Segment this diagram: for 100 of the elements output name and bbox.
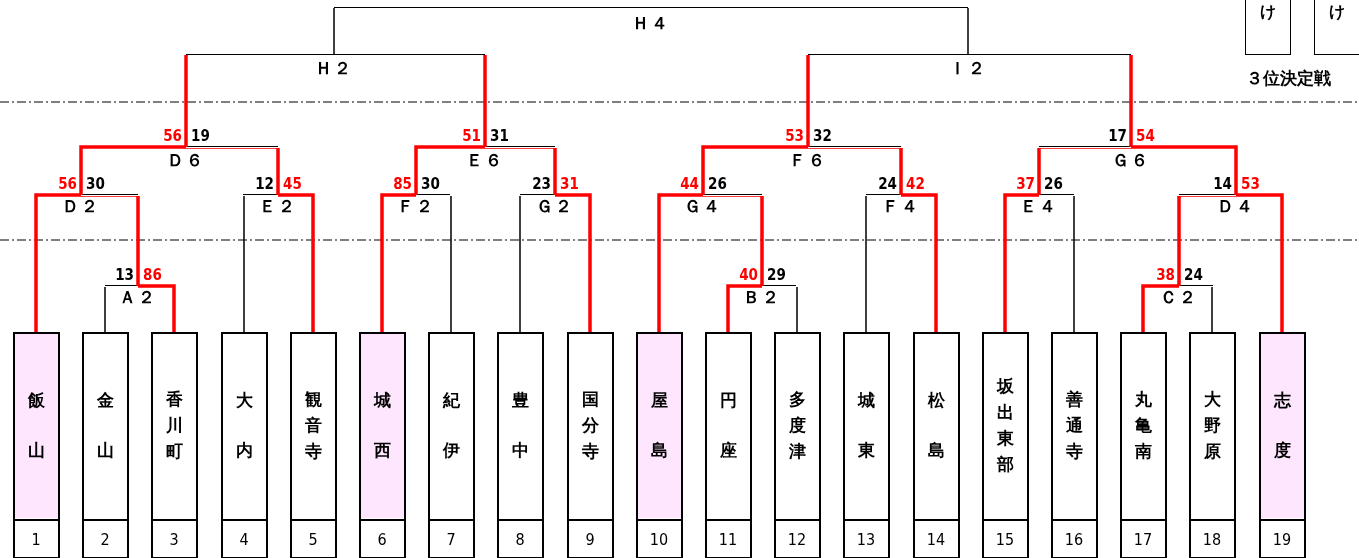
- match-label: Ｆ２: [397, 197, 435, 218]
- team-name: 城西: [373, 389, 391, 462]
- team-name: 国分寺: [581, 388, 599, 463]
- score-label: 30: [421, 176, 440, 192]
- team-box: [842, 332, 890, 558]
- score-label: 26: [708, 176, 727, 192]
- team-name: 志度: [1273, 389, 1291, 462]
- match-label: Ｄ４: [1217, 197, 1255, 218]
- score-label: 29: [767, 267, 786, 283]
- team-box: [150, 332, 198, 558]
- bracket-line: [901, 193, 938, 332]
- match-label: Ａ２: [119, 288, 157, 309]
- team-name: 善通寺: [1065, 388, 1083, 463]
- team-name: 観音寺: [304, 388, 322, 463]
- bracket-line: [726, 284, 762, 332]
- seed-number-cell: 18: [1190, 519, 1234, 557]
- match-label: Ｅ６: [466, 151, 504, 172]
- bracket-line: [703, 193, 764, 286]
- team-box: [1188, 332, 1236, 558]
- bracket-line: [34, 193, 81, 332]
- score-label: 56: [163, 128, 182, 144]
- bracket-line: [483, 55, 487, 147]
- seed-number-cell: 15: [983, 519, 1027, 557]
- team-box: [358, 332, 406, 558]
- score-label: 30: [86, 176, 105, 192]
- score-label: 85: [393, 176, 412, 192]
- score-label: 53: [785, 128, 804, 144]
- score-label: 31: [490, 128, 509, 144]
- match-label: Ｇ４: [684, 197, 722, 218]
- bracket-line: [808, 145, 903, 195]
- bracket-line: [138, 284, 176, 332]
- team-name: 多度津: [788, 388, 806, 463]
- team-name: 金山: [96, 389, 114, 462]
- bracket-line: [1177, 193, 1236, 286]
- score-label: 13: [115, 267, 134, 283]
- seed-number-cell: 17: [1121, 519, 1165, 557]
- seed-number-cell: 16: [1052, 519, 1096, 557]
- bracket-line: [414, 145, 485, 195]
- score-label: 19: [191, 128, 210, 144]
- team-box: [704, 332, 752, 558]
- team-name: 坂出東部: [996, 375, 1014, 476]
- match-label: Ｂ２: [743, 288, 781, 309]
- team-box: [81, 332, 129, 558]
- team-name: 丸亀南: [1134, 388, 1152, 463]
- team-name: 屋島: [650, 389, 668, 462]
- match-label: Ｈ２: [315, 59, 353, 80]
- team-box: [981, 332, 1029, 558]
- seed-number-cell: 11: [706, 519, 750, 557]
- bracket-bar: [334, 7, 968, 32]
- score-label: 51: [462, 128, 481, 144]
- match-label: Ｃ２: [1160, 288, 1198, 309]
- seed-number-cell: 2: [83, 519, 127, 557]
- bracket-line: [79, 145, 186, 195]
- team-name: 香川町: [165, 388, 183, 463]
- match-label: Ｉ２: [949, 59, 987, 80]
- team-name: 松島: [927, 389, 945, 462]
- bracket-line: [806, 55, 810, 147]
- match-label: Ｅ４: [1020, 197, 1058, 218]
- match-label: Ｅ２: [259, 197, 297, 218]
- score-label: 26: [1044, 176, 1063, 192]
- score-label: 23: [532, 176, 551, 192]
- score-label: 32: [813, 128, 832, 144]
- team-name: 城東: [857, 389, 875, 462]
- team-box: [496, 332, 544, 558]
- match-box: け: [1245, 0, 1291, 55]
- bracket-line: [657, 193, 703, 332]
- score-label: 54: [1136, 128, 1155, 144]
- team-name: 紀伊: [442, 389, 460, 462]
- seed-number-cell: 3: [152, 519, 196, 557]
- match-box: け: [1314, 0, 1359, 55]
- bracket-line: [1131, 145, 1238, 195]
- seed-number-cell: 8: [498, 519, 542, 557]
- score-label: 38: [1156, 267, 1175, 283]
- bracket-line: [1141, 284, 1179, 332]
- caption-text: ３位決定戦: [1246, 68, 1331, 90]
- score-label: 45: [283, 176, 302, 192]
- bracket-line: [485, 145, 557, 195]
- bracket-line: [701, 145, 808, 195]
- team-name: 大野原: [1203, 388, 1221, 463]
- score-label: 56: [58, 176, 77, 192]
- bracket-line: [184, 55, 188, 147]
- score-label: 24: [1184, 267, 1203, 283]
- bracket-line: [278, 193, 315, 332]
- score-label: 42: [906, 176, 925, 192]
- match-label: Ｄ６: [167, 151, 205, 172]
- score-label: 17: [1108, 128, 1127, 144]
- score-label: 31: [560, 176, 579, 192]
- bracket-line: [1037, 145, 1131, 195]
- team-box: [1050, 332, 1098, 558]
- bracket-line: [1003, 193, 1039, 332]
- team-box: [289, 332, 337, 558]
- match-label: Ｆ６: [789, 151, 827, 172]
- bracket-line: [186, 145, 280, 195]
- seed-number-cell: 19: [1260, 519, 1304, 557]
- seed-number-cell: 14: [914, 519, 958, 557]
- match-label: Ｆ４: [882, 197, 920, 218]
- score-label: 86: [143, 267, 162, 283]
- seed-number-cell: 7: [429, 519, 473, 557]
- match-label: Ｇ６: [1112, 151, 1150, 172]
- team-name: 円座: [719, 389, 737, 462]
